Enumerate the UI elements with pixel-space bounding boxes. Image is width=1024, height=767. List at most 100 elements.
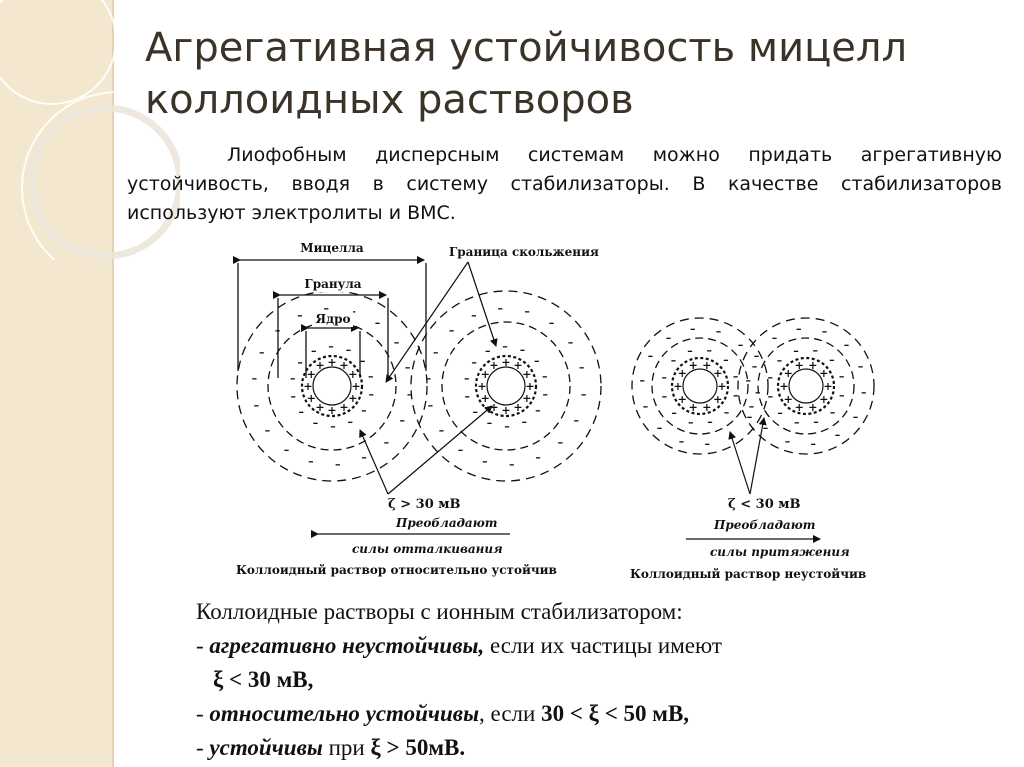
right-prevail-label: Преобладают: [713, 518, 815, 532]
summary-item-value: ξ > 50мВ.: [370, 735, 465, 760]
negative-charge-sign: –: [534, 354, 540, 367]
negative-charge-sign: –: [368, 370, 374, 383]
positive-charge-sign: +: [702, 401, 711, 414]
summary-item-dash: -: [196, 701, 209, 726]
negative-charge-sign: –: [793, 344, 799, 357]
negative-charge-sign: –: [290, 390, 296, 403]
negative-charge-sign: –: [749, 400, 755, 413]
positive-charge-sign: +: [689, 401, 698, 414]
positive-charge-sign: +: [513, 401, 522, 414]
negative-charge-sign: –: [858, 360, 864, 373]
negative-charge-sign: –: [290, 372, 296, 385]
summary-item-value: ξ < 30 мВ,: [213, 667, 313, 692]
negative-charge-sign: –: [464, 372, 470, 385]
negative-charge-sign: –: [810, 438, 816, 451]
negative-charge-sign: –: [558, 436, 564, 449]
negative-charge-sign: –: [542, 370, 548, 383]
negative-charge-sign: –: [796, 322, 802, 335]
negative-charge-sign: –: [458, 443, 464, 456]
positive-charge-sign: +: [819, 367, 828, 380]
negative-charge-sign: –: [487, 417, 493, 430]
micelle-ring: [313, 367, 351, 405]
negative-charge-sign: –: [785, 435, 791, 448]
positive-charge-sign: +: [522, 392, 531, 405]
negative-charge-sign: –: [772, 331, 778, 344]
negative-charge-sign: –: [690, 322, 696, 335]
summary-item-emphasis: устойчивы: [209, 735, 322, 760]
negative-charge-sign: –: [767, 371, 773, 384]
negative-charge-sign: –: [335, 458, 341, 471]
intro-paragraph: Лиофобным дисперсным системам можно прид…: [127, 141, 1002, 228]
negative-charge-sign: –: [768, 390, 774, 403]
negative-charge-sign: –: [679, 435, 685, 448]
positive-charge-sign: +: [678, 367, 687, 380]
negative-charge-sign: –: [707, 416, 713, 429]
negative-charge-sign: –: [733, 370, 739, 383]
negative-charge-sign: –: [346, 344, 352, 357]
negative-charge-sign: –: [579, 361, 585, 374]
micelle-ring: [789, 369, 823, 403]
positive-charge-sign: +: [348, 392, 357, 405]
negative-charge-sign: –: [330, 420, 336, 433]
negative-charge-sign: –: [716, 325, 722, 338]
negative-charge-sign: –: [777, 407, 783, 420]
negative-charge-sign: –: [297, 309, 303, 322]
negative-charge-sign: –: [482, 455, 488, 468]
negative-charge-sign: –: [706, 344, 712, 357]
summary-item-value: 30 < ξ < 50 мВ,: [541, 701, 689, 726]
positive-charge-sign: +: [808, 359, 817, 372]
negative-charge-sign: –: [671, 407, 677, 420]
summary-block: Коллоидные растворы с ионным стабилизато…: [196, 595, 976, 765]
right-zeta-value: ζ < 30 мВ: [728, 497, 801, 512]
negative-charge-sign: –: [384, 436, 390, 449]
positive-charge-sign: +: [779, 380, 788, 393]
left-caption: Коллоидный раствор относительно устойчив: [236, 563, 557, 577]
right-forces-label: силы притяжения: [710, 545, 850, 559]
negative-charge-sign: –: [360, 354, 366, 367]
micelle-ring: [652, 338, 748, 434]
negative-charge-sign: –: [311, 344, 317, 357]
summary-item-relatively-stable: - относительно устойчивы, если 30 < ξ < …: [196, 697, 976, 731]
summary-item-stable: - устойчивы при ξ > 50мВ.: [196, 731, 976, 765]
negative-charge-sign: –: [502, 340, 508, 353]
positive-charge-sign: +: [477, 380, 486, 393]
positive-charge-sign: +: [689, 359, 698, 372]
positive-charge-sign: +: [489, 359, 498, 372]
negative-charge-sign: –: [375, 317, 381, 330]
granule-label: Гранула: [304, 277, 361, 291]
negative-charge-sign: –: [724, 406, 730, 419]
negative-charge-sign: –: [449, 324, 455, 337]
positive-charge-sign: +: [795, 401, 804, 414]
positive-charge-sign: +: [823, 380, 832, 393]
positive-charge-sign: +: [702, 359, 711, 372]
left-forces-label: силы отталкивания: [352, 542, 503, 556]
negative-charge-sign: –: [313, 417, 319, 430]
slip-boundary-label: Граница скольжения: [449, 245, 599, 259]
summary-item-text: при: [323, 735, 371, 760]
micelle-ring: [411, 291, 601, 481]
positive-charge-sign: +: [819, 393, 828, 406]
negative-charge-sign: –: [844, 339, 850, 352]
negative-charge-sign: –: [405, 361, 411, 374]
core-label: Ядро: [316, 312, 351, 326]
positive-charge-sign: +: [795, 359, 804, 372]
negative-charge-sign: –: [688, 416, 694, 429]
negative-charge-sign: –: [524, 305, 530, 318]
negative-charge-sign: –: [794, 416, 800, 429]
negative-charge-sign: –: [853, 410, 859, 423]
negative-charge-sign: –: [297, 356, 303, 369]
negative-charge-sign: –: [830, 406, 836, 419]
summary-item-text: если их частицы имеют: [484, 633, 722, 658]
negative-charge-sign: –: [835, 429, 841, 442]
negative-charge-sign: –: [464, 390, 470, 403]
negative-charge-sign: –: [433, 346, 439, 359]
negative-charge-sign: –: [839, 389, 845, 402]
negative-charge-sign: –: [394, 336, 400, 349]
negative-charge-sign: –: [822, 325, 828, 338]
micelle-ring: [683, 369, 717, 403]
positive-charge-sign: +: [327, 404, 336, 417]
negative-charge-sign: –: [733, 389, 739, 402]
negative-charge-sign: –: [259, 346, 265, 359]
negative-charge-sign: –: [347, 416, 353, 429]
left-zeta-pointers: [360, 406, 492, 494]
